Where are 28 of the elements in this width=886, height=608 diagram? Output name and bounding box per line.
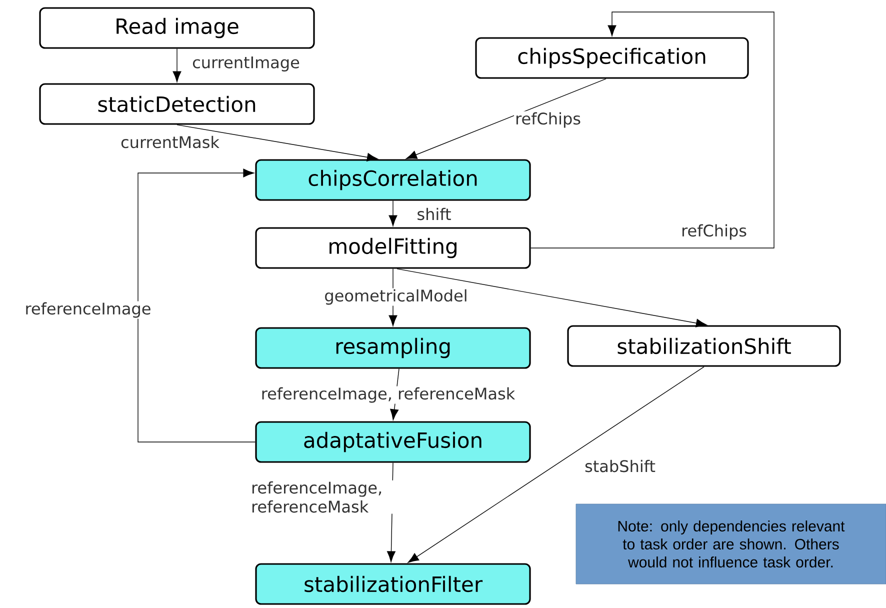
edge-label: referenceImage, referenceMask: [260, 386, 516, 404]
task-box: stabilizationShift: [567, 325, 841, 367]
arrow: [388, 200, 398, 226]
note-box: Note: only dependencies relevant to task order are shown. Others would not influence task order.: [576, 504, 886, 584]
edge-label: stabShift: [584, 458, 656, 474]
task-box: resampling: [255, 327, 531, 369]
arrow: [530, 12, 774, 248]
edge-label: currentImage: [191, 56, 301, 72]
edge-label: shift: [416, 206, 452, 222]
task-box: stabilizationFilter: [255, 563, 531, 605]
arrow: [408, 366, 704, 563]
arrow: [396, 268, 707, 328]
edge-label: refChips: [514, 111, 582, 129]
edge-label: referenceImage, referenceMask: [250, 480, 402, 514]
edge-label: geometricalModel: [323, 288, 469, 306]
task-box: modelFitting: [255, 227, 531, 269]
edge-label: referenceImage: [24, 301, 152, 319]
arrow: [138, 168, 256, 442]
arrow: [176, 124, 378, 162]
edge-label: refChips: [680, 223, 748, 241]
task-box: chipsCorrelation: [255, 159, 531, 201]
arrow: [172, 48, 182, 82]
edge-label: currentMask: [120, 134, 220, 150]
task-box: adaptativeFusion: [255, 421, 531, 463]
task-box: chipsSpecification: [475, 37, 749, 79]
task-box: staticDetection: [39, 83, 315, 125]
arrow: [406, 78, 606, 160]
task-box: Read image: [39, 7, 315, 49]
